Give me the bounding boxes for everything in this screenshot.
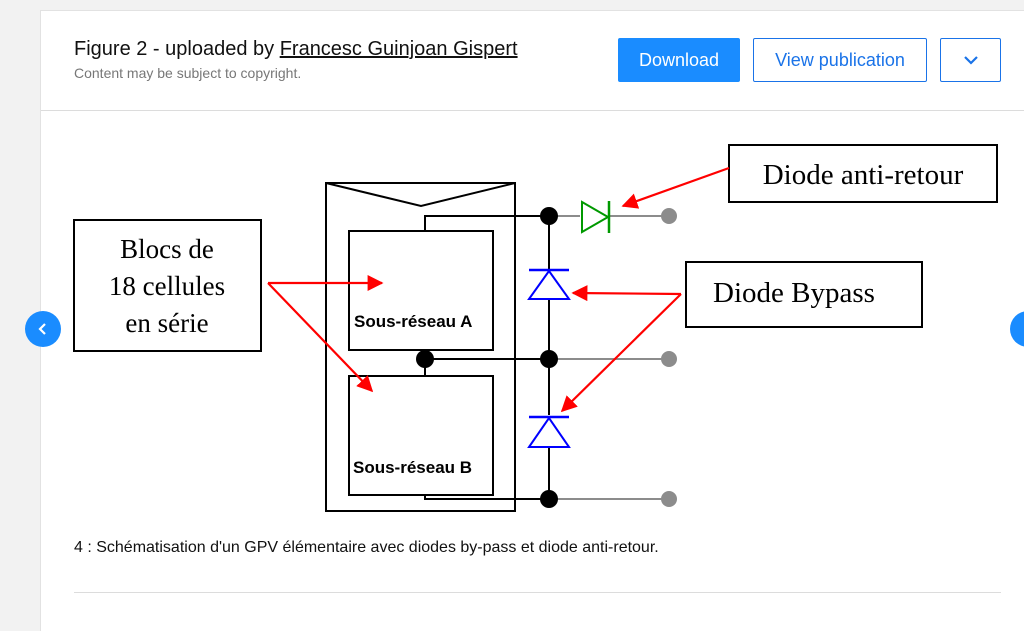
blocs-label-line1: Blocs de bbox=[120, 234, 214, 264]
wiring bbox=[424, 215, 550, 500]
next-figure-button[interactable] bbox=[1010, 311, 1024, 347]
sous-reseau-b-box bbox=[348, 375, 494, 496]
chevron-down-icon bbox=[963, 56, 978, 65]
pointer-arrows bbox=[267, 166, 730, 413]
download-button[interactable]: Download bbox=[618, 38, 740, 82]
sous-reseau-a-label: Sous-réseau A bbox=[354, 312, 472, 331]
anti-retour-label-box bbox=[728, 144, 998, 203]
anti-retour-label: Diode anti-retour bbox=[763, 159, 964, 191]
anti-retour-diode bbox=[581, 200, 611, 234]
terminal-dot bbox=[661, 208, 677, 224]
bypass-label: Diode Bypass bbox=[713, 277, 875, 309]
divider bbox=[74, 592, 1001, 593]
view-publication-button[interactable]: View publication bbox=[753, 38, 927, 82]
module-frame bbox=[325, 182, 516, 512]
title-prefix: Figure 2 - uploaded by bbox=[74, 38, 280, 60]
circuit-diagram: Sous-réseau A Sous-réseau B bbox=[73, 144, 998, 512]
module-notch bbox=[325, 182, 516, 208]
more-options-button[interactable] bbox=[940, 38, 1001, 82]
junction-dot bbox=[540, 490, 558, 508]
figure-title: Figure 2 - uploaded by Francesc Guinjoan… bbox=[74, 38, 518, 61]
previous-figure-button[interactable] bbox=[25, 311, 61, 347]
copyright-note: Content may be subject to copyright. bbox=[74, 65, 302, 81]
figure-header: Figure 2 - uploaded by Francesc Guinjoan… bbox=[41, 11, 1024, 111]
terminal-dot bbox=[661, 351, 677, 367]
figure-card: Figure 2 - uploaded by Francesc Guinjoan… bbox=[40, 10, 1024, 631]
sous-reseau-b-label: Sous-réseau B bbox=[353, 458, 472, 477]
bypass-label-box bbox=[685, 261, 923, 328]
junction-dot bbox=[416, 350, 434, 368]
sous-reseau-a-box bbox=[348, 230, 494, 351]
terminal-dot bbox=[661, 491, 677, 507]
terminal-leads bbox=[549, 215, 669, 500]
figure-caption: 4 : Schématisation d'un GPV élémentaire … bbox=[74, 539, 659, 556]
bypass-diode-top bbox=[527, 268, 571, 300]
bypass-diode-bottom bbox=[527, 415, 571, 448]
chevron-left-icon bbox=[38, 323, 46, 335]
blocs-label-line3: en série bbox=[125, 308, 208, 338]
junction-dot bbox=[540, 350, 558, 368]
blocs-label-box bbox=[73, 219, 262, 352]
junction-dot bbox=[540, 207, 558, 225]
author-link[interactable]: Francesc Guinjoan Gispert bbox=[279, 38, 518, 60]
blocs-label-line2: 18 cellules bbox=[109, 271, 225, 301]
